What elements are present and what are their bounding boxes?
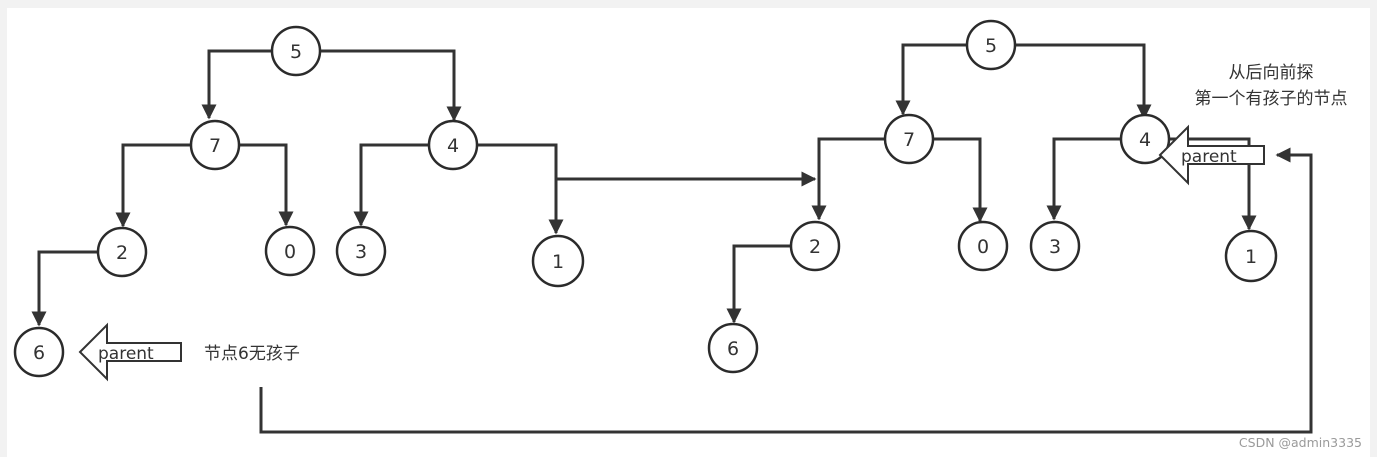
note-first-parent: 第一个有孩子的节点 [1195, 89, 1348, 109]
right-node-7: 7 [883, 113, 935, 165]
left-node-0: 0 [264, 225, 316, 277]
svg-text:0: 0 [284, 241, 296, 263]
left-node-7: 7 [189, 119, 241, 171]
svg-text:1: 1 [552, 251, 564, 273]
edge-left-5-7 [201, 49, 272, 120]
diagram-panel [7, 8, 1370, 457]
left-node-5: 5 [270, 25, 322, 77]
svg-text:7: 7 [903, 129, 915, 151]
left-tree-edges [31, 49, 564, 327]
edge-left-7-2 [115, 143, 190, 228]
parent-label-left: parent [98, 344, 154, 364]
left-node-2: 2 [96, 226, 148, 278]
svg-text:3: 3 [1049, 236, 1061, 258]
note-search-backward: 从后向前探 [1229, 63, 1314, 83]
note-no-children: 节点6无孩子 [204, 344, 300, 364]
svg-text:7: 7 [209, 135, 221, 157]
edge-left-4-3 [353, 143, 428, 227]
parent-label-right: parent [1181, 147, 1237, 167]
edge-right-2-6 [726, 244, 790, 324]
edge-right-7-0 [933, 137, 988, 223]
edge-right-4-1 [1170, 137, 1257, 231]
svg-text:2: 2 [116, 242, 128, 264]
parent-arrow-right: parent [1158, 124, 1265, 186]
edge-right-5-7 [895, 43, 966, 116]
right-tree-edges [726, 43, 1257, 324]
edge-left-7-0 [239, 143, 294, 227]
edge-left-4-1 [478, 143, 564, 235]
svg-text:5: 5 [290, 41, 302, 63]
edge-left-5-4 [320, 49, 462, 122]
left-node-4: 4 [427, 119, 479, 171]
svg-text:4: 4 [447, 135, 459, 157]
svg-text:6: 6 [33, 342, 45, 364]
svg-text:0: 0 [977, 236, 989, 258]
left-node-3: 3 [335, 225, 387, 277]
parent-arrow-left: parent [78, 322, 182, 382]
edge-left-2-6 [31, 250, 97, 327]
right-node-3: 3 [1029, 220, 1081, 272]
right-node-4: 4 [1119, 113, 1171, 165]
watermark: CSDN @admin3335 [1239, 435, 1362, 450]
edge-right-5-4 [1016, 43, 1152, 120]
right-node-2: 2 [789, 220, 841, 272]
right-node-6: 6 [707, 322, 759, 374]
svg-text:3: 3 [355, 241, 367, 263]
right-node-0: 0 [957, 220, 1009, 272]
edge-right-7-2 [811, 137, 884, 221]
svg-text:1: 1 [1245, 246, 1257, 268]
svg-text:6: 6 [727, 338, 739, 360]
svg-text:2: 2 [809, 236, 821, 258]
svg-text:4: 4 [1139, 129, 1151, 151]
loop-arrow [259, 147, 1313, 434]
edge-right-4-3 [1046, 137, 1120, 221]
right-node-1: 1 [1224, 229, 1278, 283]
left-node-1: 1 [531, 234, 585, 288]
svg-text:5: 5 [985, 35, 997, 57]
left-node-6: 6 [13, 326, 65, 378]
right-node-5: 5 [965, 19, 1017, 71]
